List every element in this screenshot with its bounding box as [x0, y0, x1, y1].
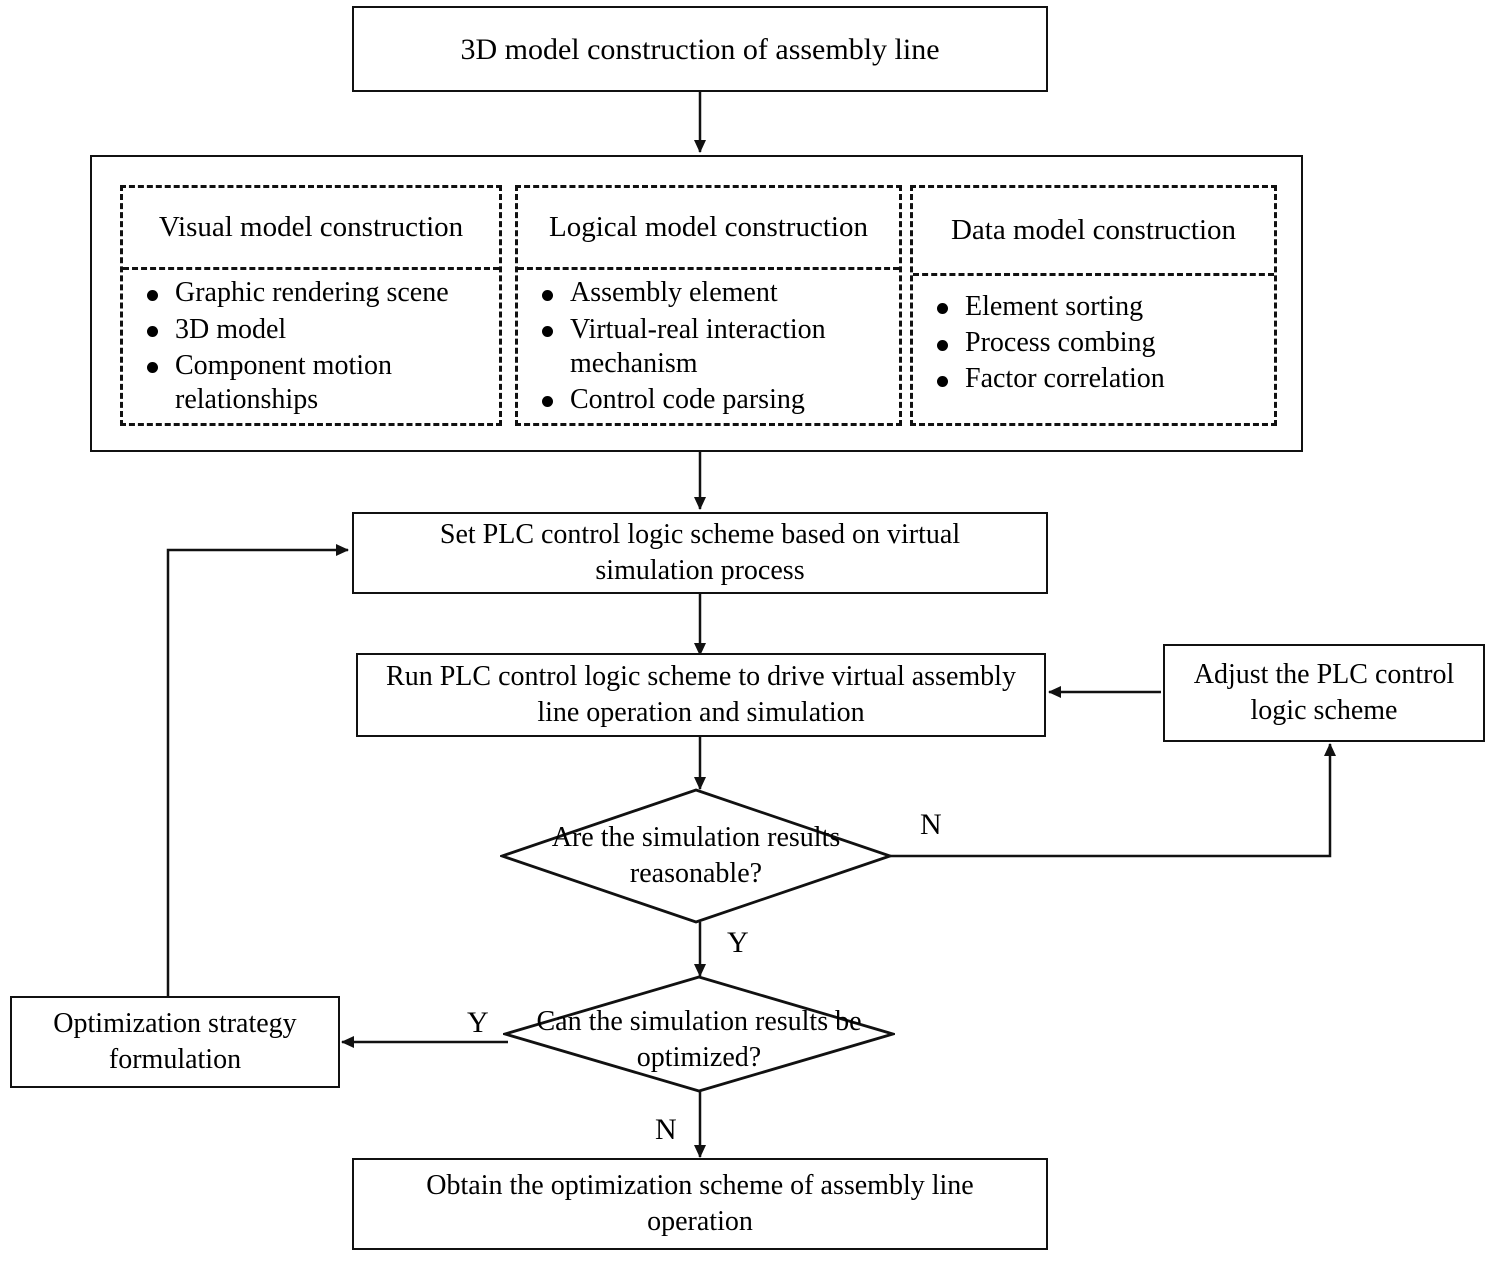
node-run-plc-label: Run PLC control logic scheme to drive vi…	[386, 660, 1016, 728]
list-item: Element sorting	[915, 290, 1272, 324]
panel-data-heading: Data model construction	[913, 188, 1274, 276]
node-adjust-plc-control-logic-scheme[interactable]: Adjust the PLC control logic scheme	[1163, 644, 1485, 742]
panel-visual-heading: Visual model construction	[123, 188, 499, 271]
node-set-plc-label: Set PLC control logic scheme based on vi…	[439, 518, 961, 586]
decision-simulation-results-reasonable[interactable]	[500, 788, 892, 924]
edge-label-d1-no: N	[920, 808, 942, 841]
list-item: 3D model	[125, 313, 497, 347]
decision-simulation-results-optimized[interactable]	[503, 975, 895, 1093]
bullet-list-visual: Graphic rendering scene 3D model Compone…	[125, 276, 497, 417]
edge-label-d2-yes: Y	[467, 1006, 489, 1039]
panel-logical-heading: Logical model construction	[518, 188, 899, 271]
node-optimization-strategy-formulation[interactable]: Optimization strategy formulation	[10, 996, 340, 1088]
list-item: Process combing	[915, 326, 1272, 360]
bullet-list-logical: Assembly element Virtual-real interactio…	[520, 276, 897, 417]
node-run-plc-control-logic-scheme[interactable]: Run PLC control logic scheme to drive vi…	[356, 653, 1046, 737]
panel-logical-body: Assembly element Virtual-real interactio…	[518, 270, 899, 423]
list-item: Factor correlation	[915, 362, 1272, 396]
node-optimization-strategy-label: Optimization strategy formulation	[53, 1007, 297, 1075]
bullet-list-data: Element sorting Process combing Factor c…	[915, 290, 1272, 396]
node-obtain-optimization-scheme[interactable]: Obtain the optimization scheme of assemb…	[352, 1158, 1048, 1250]
model-construction-container: Visual model construction Graphic render…	[90, 155, 1303, 452]
list-item: Graphic rendering scene	[125, 276, 497, 310]
list-item: Component motion relationships	[125, 349, 497, 417]
panel-data-body: Element sorting Process combing Factor c…	[913, 276, 1274, 423]
decision-2-label: Can the simulation results be optimized?	[536, 1006, 862, 1073]
panel-logical-model-construction[interactable]: Logical model construction Assembly elem…	[515, 185, 902, 426]
node-3d-model-construction-label: 3D model construction of assembly line	[460, 32, 940, 66]
panel-visual-body: Graphic rendering scene 3D model Compone…	[123, 270, 499, 423]
node-obtain-scheme-label: Obtain the optimization scheme of assemb…	[426, 1169, 974, 1237]
list-item: Control code parsing	[520, 383, 897, 417]
decision-1-label: Are the simulation results reasonable?	[551, 822, 841, 889]
panel-visual-model-construction[interactable]: Visual model construction Graphic render…	[120, 185, 502, 426]
edge-label-d1-yes: Y	[727, 926, 749, 959]
node-set-plc-control-logic-scheme[interactable]: Set PLC control logic scheme based on vi…	[352, 512, 1048, 594]
edge-label-d2-no: N	[655, 1113, 677, 1146]
node-adjust-plc-label: Adjust the PLC control logic scheme	[1193, 658, 1455, 726]
list-item: Assembly element	[520, 276, 897, 310]
node-3d-model-construction[interactable]: 3D model construction of assembly line	[352, 6, 1048, 92]
list-item: Virtual-real interaction mechanism	[520, 313, 897, 381]
panel-data-model-construction[interactable]: Data model construction Element sorting …	[910, 185, 1277, 426]
